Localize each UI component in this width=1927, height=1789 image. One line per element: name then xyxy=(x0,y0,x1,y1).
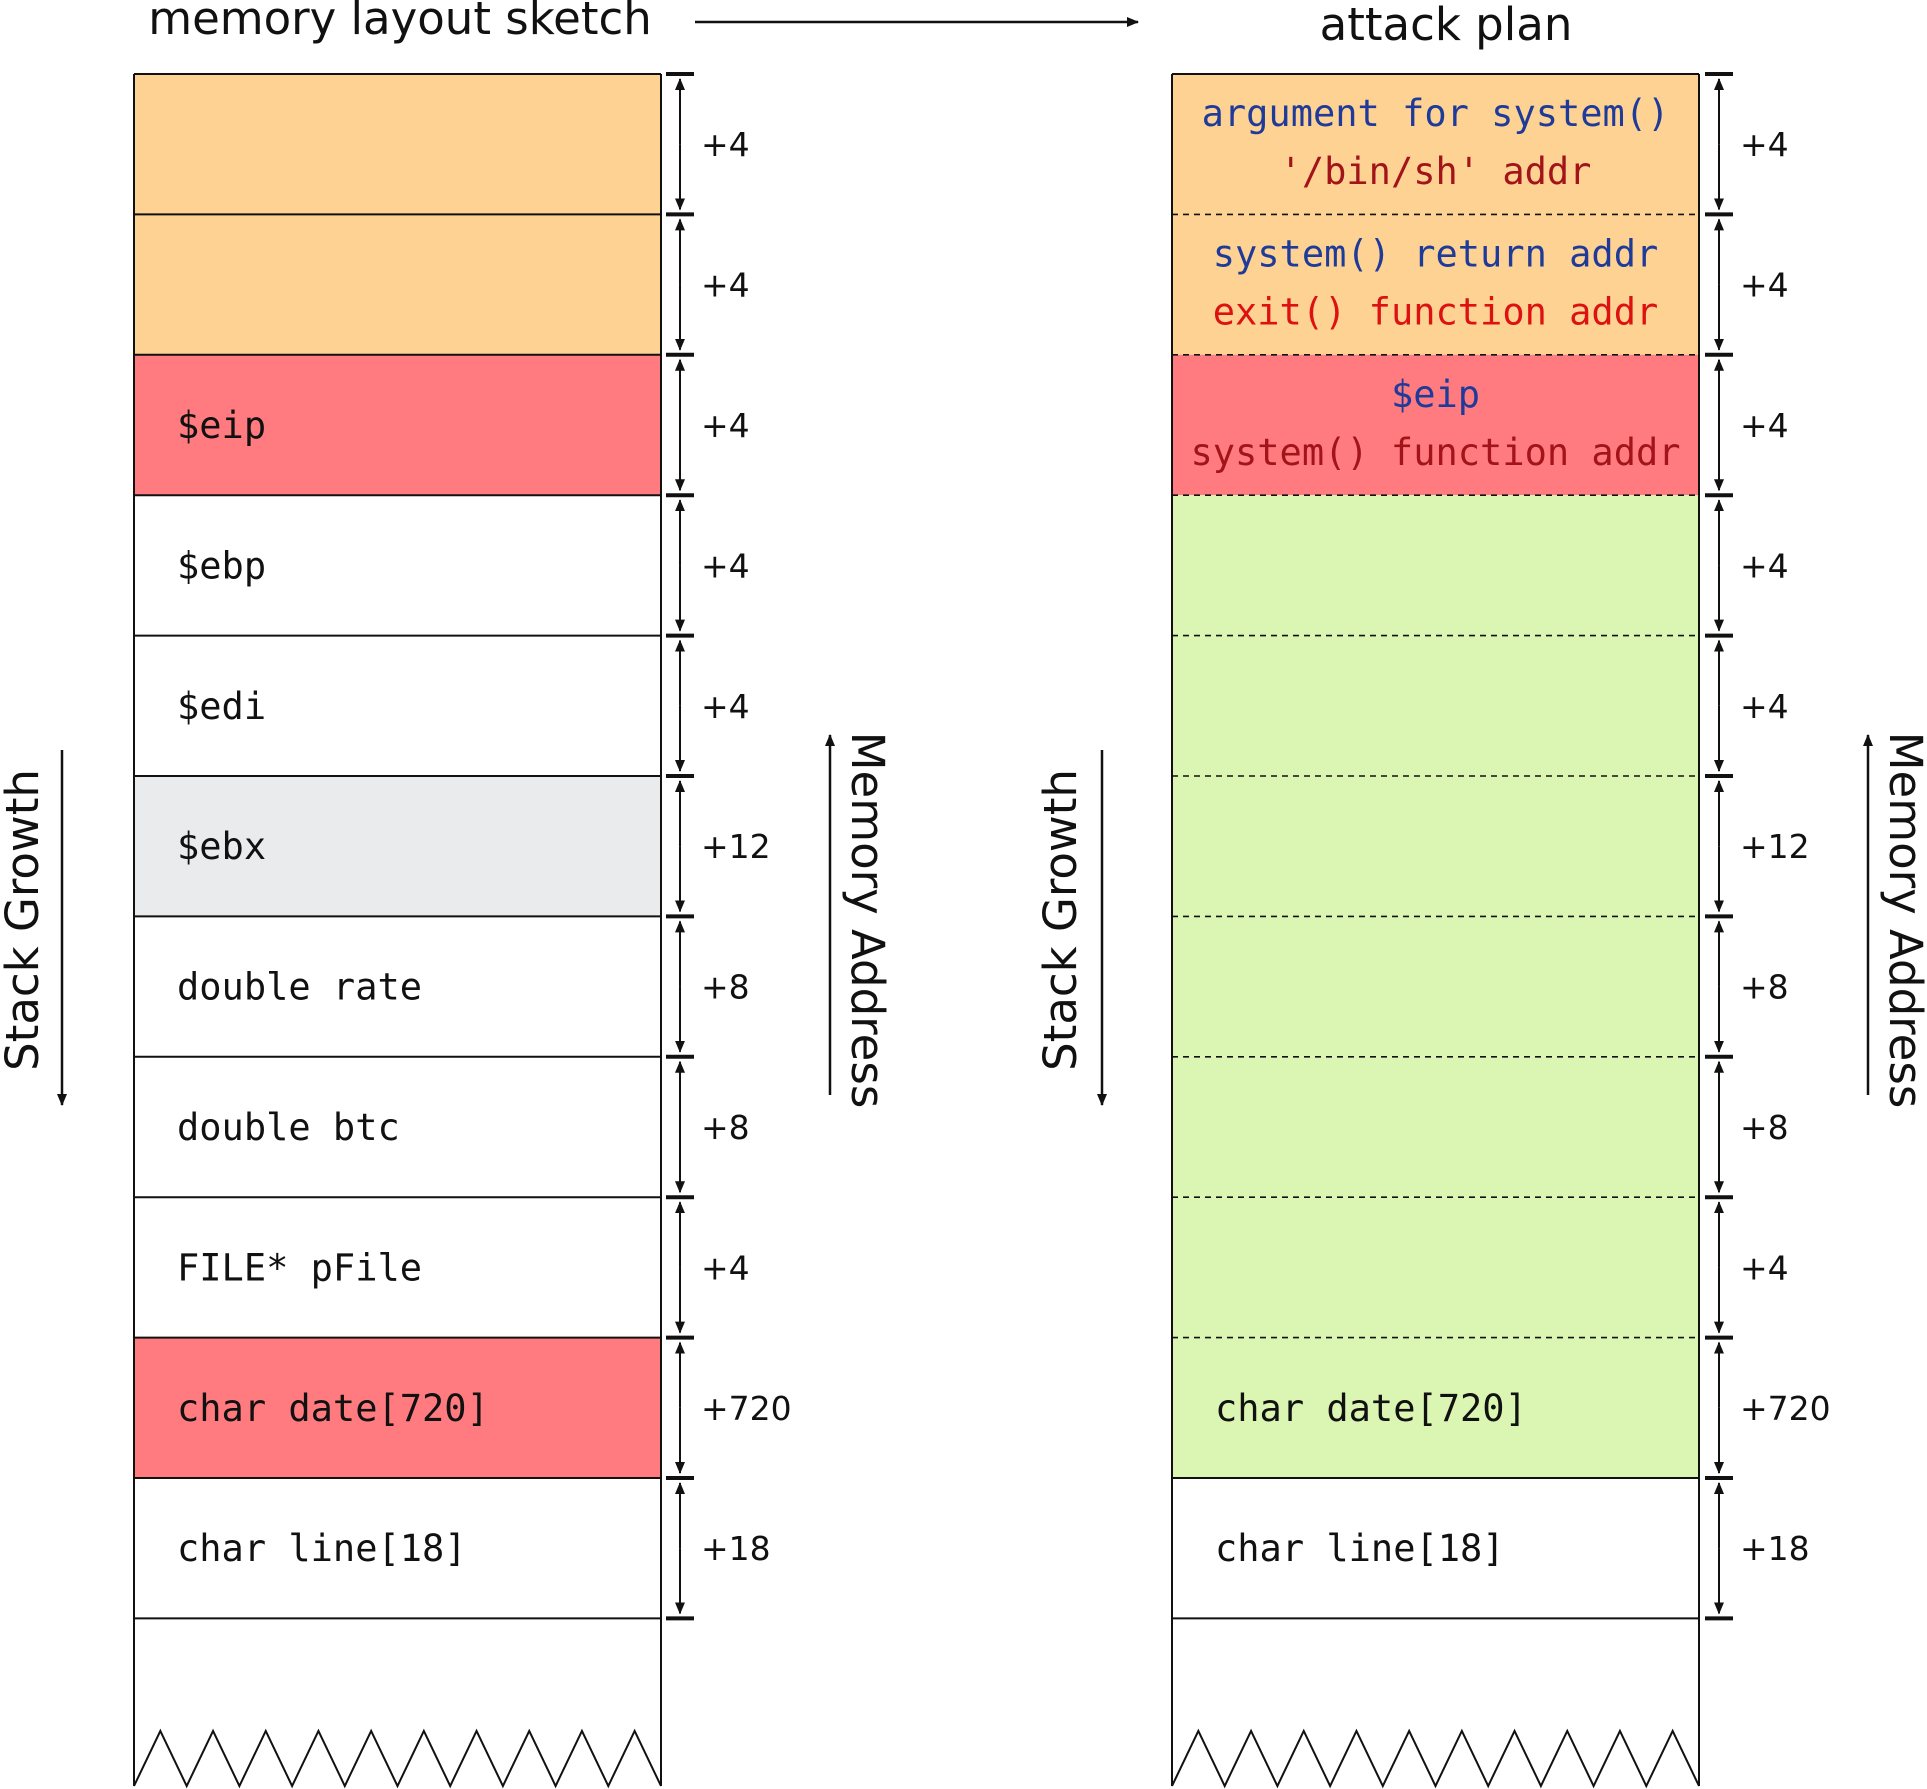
left-memory-address-label: Memory Address xyxy=(841,732,894,1109)
size-label: +4 xyxy=(1740,546,1789,585)
left-stack-cell-bg xyxy=(134,74,661,215)
right-stack-cell-bg xyxy=(1172,1197,1699,1338)
size-label: +4 xyxy=(701,125,750,164)
size-label: +8 xyxy=(701,968,750,1007)
size-label: +8 xyxy=(1740,968,1789,1007)
left-stack-cell-bg xyxy=(134,916,661,1057)
cell-label: $eip xyxy=(177,404,266,447)
cell-label: $ebx xyxy=(177,825,266,868)
size-label: +4 xyxy=(1740,687,1789,726)
cell-line1: system() return addr xyxy=(1213,232,1659,275)
size-label: +18 xyxy=(701,1529,771,1568)
cell-label: double btc xyxy=(177,1106,400,1149)
cell-line1: argument for system() xyxy=(1202,92,1670,135)
cell-line1: $eip xyxy=(1391,373,1480,416)
right-title: attack plan xyxy=(1320,0,1573,51)
size-label: +18 xyxy=(1740,1529,1810,1568)
cell-label: $edi xyxy=(177,685,266,728)
size-label: +12 xyxy=(1740,827,1810,866)
right-stack-cell-bg xyxy=(1172,916,1699,1057)
size-label: +4 xyxy=(1740,1248,1789,1287)
right-memory-address-label: Memory Address xyxy=(1879,732,1927,1109)
size-label: +8 xyxy=(701,1108,750,1147)
left-stack-cell-bg xyxy=(134,1337,661,1478)
right-stack: argument for system() '/bin/sh' addr +4 sys… xyxy=(1171,72,1831,1789)
left-stack: +4 +4 $eip +4 $ebp +4 $edi +4 $ebx +12 double rate… xyxy=(133,72,792,1789)
left-stack-cell-bg xyxy=(134,495,661,636)
size-label: +4 xyxy=(701,406,750,445)
cell-label: char date[720] xyxy=(177,1387,489,1430)
cell-label: char line[18] xyxy=(177,1527,467,1570)
cell-line2: system() function addr xyxy=(1190,431,1680,474)
right-stack-cell-bg xyxy=(1172,354,1699,496)
cell-line2: exit() function addr xyxy=(1213,290,1659,333)
left-stack-cell-bg xyxy=(134,1197,661,1338)
left-stack-cell-bg xyxy=(134,635,661,776)
size-label: +4 xyxy=(701,266,750,305)
size-label: +8 xyxy=(1740,1108,1789,1147)
right-stack-cell-bg xyxy=(1172,1337,1699,1478)
cell-label: char date[720] xyxy=(1215,1387,1527,1430)
size-label: +4 xyxy=(1740,406,1789,445)
cell-line2: '/bin/sh' addr xyxy=(1280,150,1592,193)
size-label: +4 xyxy=(701,546,750,585)
right-stack-cell-bg xyxy=(1172,1478,1699,1619)
size-label: +4 xyxy=(1740,266,1789,305)
right-stack-cell-bg xyxy=(1172,635,1699,776)
left-stack-cell-bg xyxy=(134,776,661,917)
right-stack-cell-bg xyxy=(1172,214,1699,355)
size-label: +12 xyxy=(701,827,771,866)
zigzag-break xyxy=(133,1728,662,1789)
left-stack-growth-label: Stack Growth xyxy=(0,769,49,1071)
right-stack-cell-bg xyxy=(1172,776,1699,917)
size-label: +4 xyxy=(701,687,750,726)
cell-label: $ebp xyxy=(177,544,266,587)
right-stack-cell-bg xyxy=(1172,74,1699,215)
size-label: +4 xyxy=(701,1248,750,1287)
cell-label: double rate xyxy=(177,966,422,1009)
right-stack-cell-bg xyxy=(1172,1056,1699,1198)
left-stack-cell-bg xyxy=(134,1478,661,1619)
right-stack-cell-bg xyxy=(1172,495,1699,636)
cell-label: char line[18] xyxy=(1215,1527,1505,1570)
left-title: memory layout sketch xyxy=(148,0,652,45)
size-label: +720 xyxy=(1740,1389,1831,1428)
zigzag-break xyxy=(1171,1728,1700,1789)
size-label: +720 xyxy=(701,1389,792,1428)
left-stack-cell-bg xyxy=(134,214,661,355)
cell-label: FILE* pFile xyxy=(177,1246,422,1289)
right-stack-growth-label: Stack Growth xyxy=(1034,769,1087,1071)
size-label: +4 xyxy=(1740,125,1789,164)
left-stack-cell-bg xyxy=(134,354,661,496)
left-stack-cell-bg xyxy=(134,1056,661,1198)
